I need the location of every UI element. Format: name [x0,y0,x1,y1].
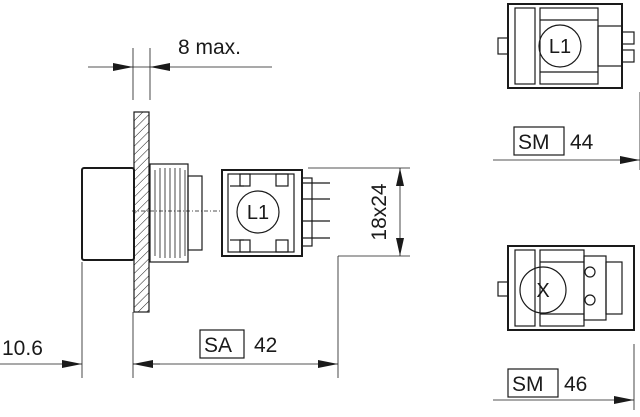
mounting-panel [132,111,150,378]
panel-gap-arrow-left [113,63,133,71]
protrusion-label: 10.6 [2,337,43,360]
module-bottom-view-x: X [497,245,635,331]
sa-code: SA [204,334,232,357]
panel-gap-label: 8 max. [178,36,241,59]
lamp-marker-top [538,24,582,68]
protrusion-arrow-left [62,360,82,368]
sm44-value: 44 [570,131,594,154]
cross-marker-bottom [519,266,567,314]
sa-code-box [199,329,245,359]
lamp-marker-top-label: L1 [549,36,571,58]
nut-ribs [154,168,186,258]
length-sm46-dimension: SM 46 [493,344,635,410]
length-sm44-dimension: SM 44 [493,92,640,170]
pushbutton-side-view: L1 [81,163,330,263]
mounting-nut [149,163,189,263]
lamp-marker-main [236,190,280,234]
lamp-marker-main-label: L1 [247,202,269,224]
sm46-code-box [507,368,559,398]
sm44-code: SM [518,131,550,154]
front-protrusion-dimension: 10.6 [0,262,160,378]
sa-value: 42 [254,334,277,357]
sm46-arrow-right [614,396,634,404]
bezel-arrow-top [396,168,404,186]
sm46-value: 46 [564,373,587,396]
bezel-size-dimension: 18x24 [308,167,410,257]
length-sa-dimension: SA 42 [133,256,339,378]
button-cap [81,167,135,261]
panel-gap-arrow-right [150,63,170,71]
module-top-view-l1: L1 [497,3,635,89]
sm44-code-box [513,126,565,156]
sm44-arrow-right [620,156,640,164]
sm46-code: SM [512,373,544,396]
bezel-arrow-bottom [396,238,404,256]
panel-gap-dimension: 8 max. [88,36,272,100]
cross-marker-bottom-label: X [536,280,549,302]
sa-arrow-right [318,360,338,368]
bezel-size-label: 18x24 [368,183,391,241]
terminals [301,177,330,247]
